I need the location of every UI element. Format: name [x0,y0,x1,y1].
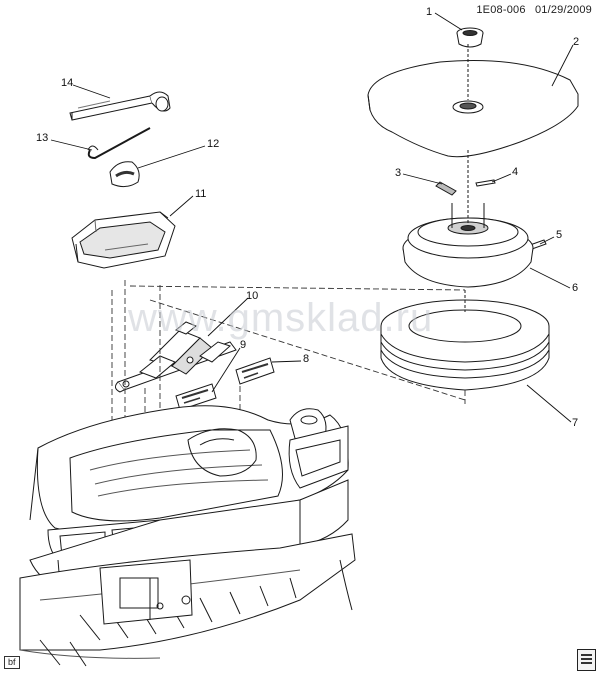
part-7-tire [380,290,550,391]
part-6-spare-wheel [402,150,534,288]
callout-4: 4 [512,166,519,178]
part-9-label [175,383,217,411]
callout-1: 1 [426,6,433,18]
diagram-reference-header: 1E08-006 01/29/2009 [476,4,592,16]
part-14-wheel-wrench [69,91,171,121]
corner-tag: bf [4,656,20,669]
callout-14: 14 [61,77,74,89]
callout-12: 12 [207,138,220,150]
callout-2: 2 [573,36,580,48]
part-8-label [235,357,275,385]
diagram-code: 1E08-006 [476,4,526,16]
callout-9: 9 [240,339,247,351]
part-2-tire-cover [367,44,579,158]
callout-7: 7 [572,417,579,429]
part-4-pin [475,179,496,187]
diagram-date: 01/29/2009 [534,4,592,16]
part-3-clip [435,181,457,196]
callout-5: 5 [556,229,563,241]
callout-8: 8 [303,353,310,365]
part-12-knob [109,161,140,188]
callout-13: 13 [36,132,49,144]
part-11-jack-tray [71,211,176,269]
document-badge-icon [577,649,596,671]
callout-3: 3 [395,167,402,179]
part-13-jack-handle [87,127,151,160]
vehicle-rear-body [19,405,356,667]
callout-11: 11 [195,188,207,200]
callout-leader-lines [50,12,574,423]
part-10-scissor-jack [114,321,237,393]
part-1-cap [456,27,484,48]
callout-10: 10 [246,290,259,302]
callout-6: 6 [572,282,579,294]
